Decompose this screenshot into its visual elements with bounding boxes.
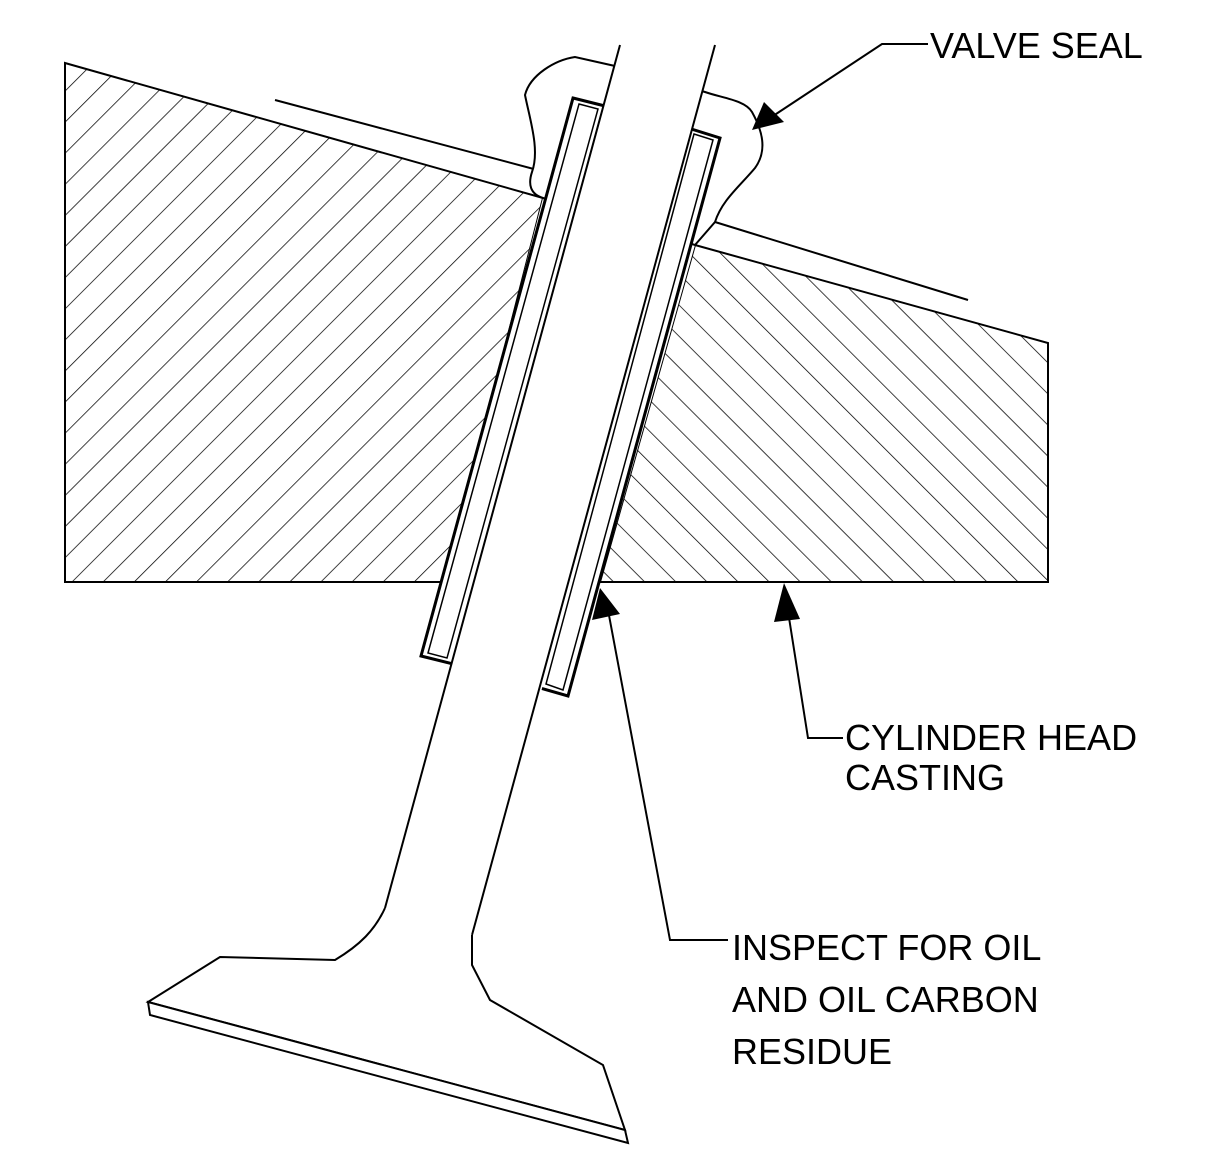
valve-stem bbox=[385, 45, 715, 930]
cylinder-head-label-line-2: CASTING bbox=[845, 757, 1006, 798]
arrowhead-icon bbox=[752, 102, 784, 130]
arrowhead-icon bbox=[592, 588, 620, 620]
cylinder-head-label-line-1: CYLINDER HEAD bbox=[845, 717, 1138, 758]
inspect-leader bbox=[607, 609, 728, 941]
valve-guide-right-inner bbox=[545, 133, 714, 691]
valve-guide-left-inner bbox=[427, 103, 599, 659]
valve-face bbox=[146, 1000, 630, 1145]
valve-stem-left-edge bbox=[384, 44, 621, 909]
arrowhead-icon bbox=[774, 583, 800, 622]
valve-head bbox=[145, 907, 627, 1132]
inspect-label-line-1: INSPECT FOR OIL bbox=[732, 927, 1042, 968]
casting-top-line-right bbox=[714, 221, 969, 301]
cylinder-head-leader bbox=[786, 604, 843, 739]
valve-stem-right-edge bbox=[471, 44, 716, 936]
valve-seal-leader bbox=[769, 43, 928, 119]
inspect-oil-label: INSPECT FOR OIL AND OIL CARBON RESIDUE bbox=[732, 922, 1041, 1078]
valve-seal-label: VALVE SEAL bbox=[930, 25, 1143, 66]
inspect-label-line-2: AND OIL CARBON bbox=[732, 979, 1039, 1020]
cylinder-head-casting-label: CYLINDER HEAD CASTING bbox=[845, 718, 1137, 798]
casting-top-line-left bbox=[274, 99, 546, 173]
inspect-label-line-3: RESIDUE bbox=[732, 1031, 893, 1072]
